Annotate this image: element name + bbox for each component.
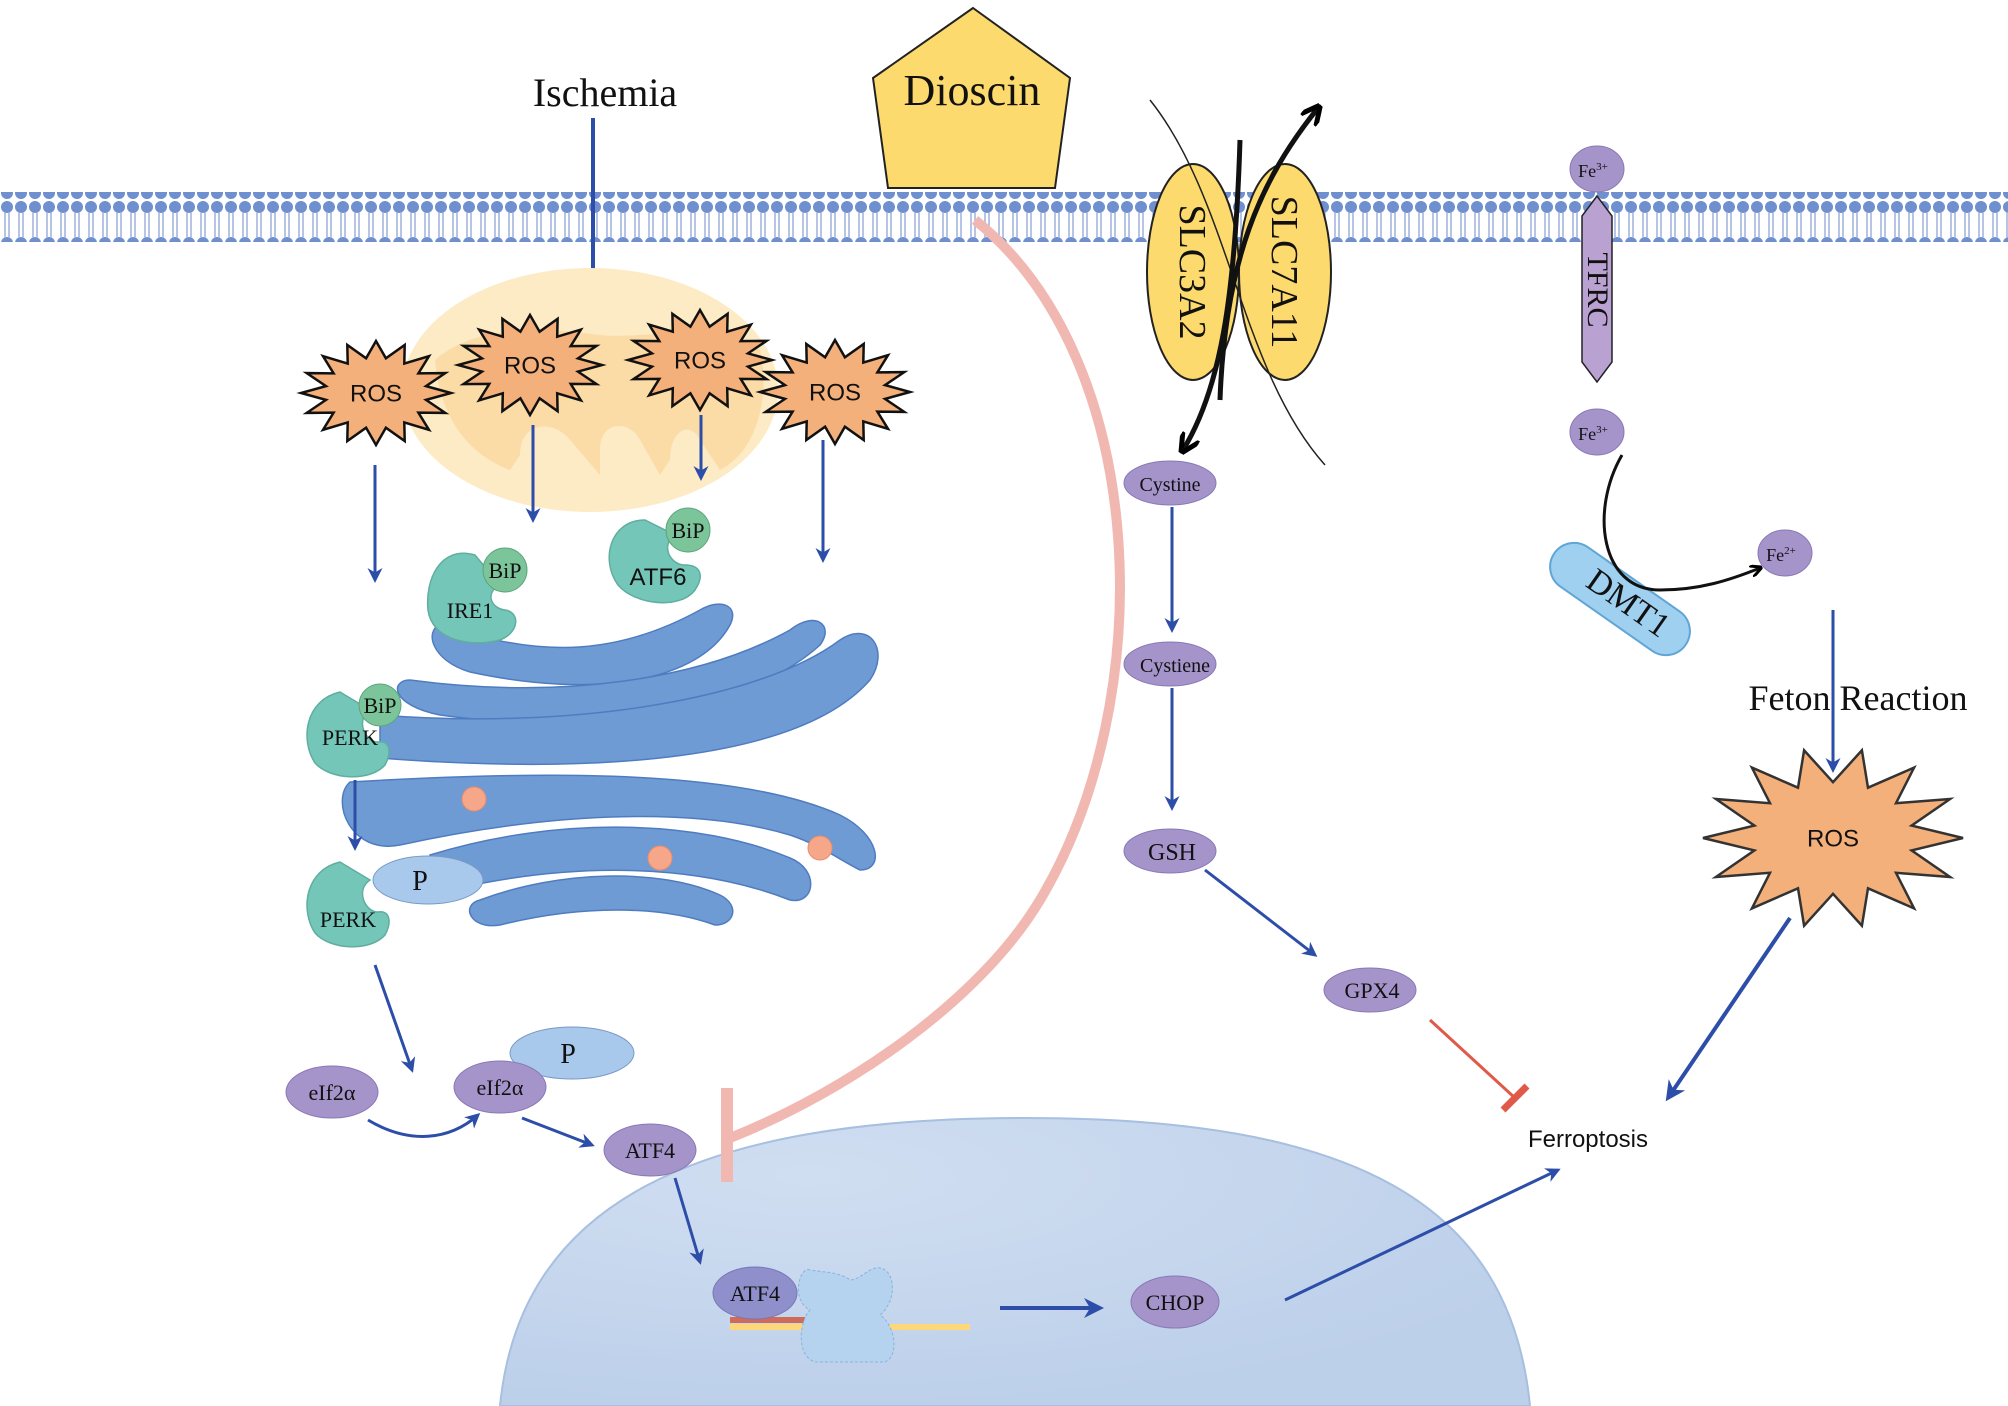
phospho-eif2a-node[interactable]: eIf2α — [453, 1060, 547, 1114]
cystine-node[interactable]: Cystine — [1123, 460, 1217, 506]
rna-polymerase — [797, 1267, 895, 1363]
atf4-label: ATF4 — [730, 1281, 780, 1306]
phospho-perk[interactable]: PERK — [306, 861, 390, 948]
gpx4-node[interactable]: GPX4 — [1323, 967, 1417, 1013]
chop-node[interactable]: CHOP — [1130, 1275, 1220, 1329]
ros-to-ferroptosis-arrow — [1665, 916, 1792, 1102]
fe2-node[interactable]: Fe2+ — [1757, 529, 1813, 577]
bip-label: BiP — [363, 693, 396, 718]
ros-starburst-shape — [755, 337, 915, 447]
nucleus — [498, 1116, 1532, 1406]
perk-label: PERK — [320, 907, 376, 932]
dmt1-transporter[interactable]: DMT1 — [1541, 533, 1700, 664]
atf6-label: ATF6 — [630, 564, 687, 591]
tfrc-receptor[interactable]: TFRC — [1581, 194, 1614, 384]
phosphate-on-perk[interactable]: P — [372, 855, 484, 905]
ros-label: ROS — [674, 347, 726, 374]
ros-starburst-shape — [1702, 747, 1964, 929]
dioscin-molecule[interactable]: Dioscin — [871, 6, 1072, 189]
slc3a2-transporter[interactable]: SLC3A2 — [1146, 163, 1240, 381]
vesicle — [647, 845, 673, 871]
ros-fenton: ROS — [1702, 747, 1964, 929]
perk-to-eif2a-arrow — [373, 964, 416, 1073]
ros-label: ROS — [504, 352, 556, 379]
glutamate-export-arrow[interactable] — [1217, 108, 1318, 401]
gsh-node[interactable]: GSH — [1123, 828, 1217, 874]
ros-burst-4: ROS — [755, 337, 915, 447]
eif2a-phosphorylation-arrow — [367, 1113, 481, 1138]
ros-burst-3: ROS — [623, 307, 777, 413]
atf4-node[interactable]: ATF4 — [603, 1123, 697, 1177]
fe2-label: Fe2+ — [1766, 545, 1796, 565]
fe3-label: Fe3+ — [1578, 424, 1608, 444]
phosphate-label: P — [412, 866, 428, 897]
dioscin-label: Dioscin — [904, 66, 1041, 115]
tfrc-label: TFRC — [1581, 252, 1614, 327]
vesicle — [461, 786, 487, 812]
gpx4-inhibition-bar — [1500, 1083, 1530, 1113]
ros-burst-1: ROS — [296, 338, 456, 448]
feton-reaction-label: Feton Reaction — [1749, 678, 1968, 718]
bip-label: BiP — [671, 518, 704, 543]
eif2a-label: eIf2α — [477, 1075, 524, 1100]
cystiene-label: Cystiene — [1140, 655, 1210, 677]
fe3-intracellular[interactable]: Fe3+ — [1569, 408, 1625, 456]
phosphate-on-eif2a[interactable]: P — [509, 1026, 635, 1080]
dioscin-inhibition-line — [728, 216, 1125, 1143]
fe3-extracellular[interactable]: Fe3+ — [1569, 145, 1625, 193]
perk-protein[interactable]: PERK — [306, 691, 390, 778]
atf4-nuclear-node[interactable]: ATF4 — [712, 1266, 798, 1320]
bip-on-ire1[interactable]: BiP — [482, 547, 528, 593]
gsh-to-gpx4-arrow — [1204, 868, 1318, 957]
fe3-to-fe2-arrow — [1602, 454, 1760, 592]
ros-label: ROS — [350, 380, 402, 407]
eif2a-node[interactable]: eIf2α — [285, 1065, 379, 1119]
bip-on-perk[interactable]: BiP — [358, 683, 402, 727]
cystine-label: Cystine — [1139, 474, 1200, 496]
ischemia-label: Ischemia — [533, 70, 678, 115]
gpx4-label: GPX4 — [1344, 978, 1399, 1003]
cell-membrane — [0, 192, 2008, 242]
atf4-label: ATF4 — [625, 1138, 675, 1163]
ros-burst-2: ROS — [453, 312, 607, 418]
atf6-protein[interactable]: ATF6 — [608, 519, 701, 604]
gsh-label: GSH — [1148, 840, 1196, 866]
fe3-label: Fe3+ — [1578, 161, 1608, 181]
gpx4-inhibits-ferroptosis — [1428, 1018, 1517, 1100]
perk-label: PERK — [322, 725, 378, 750]
atf4-nuclear-translocation-arrow — [673, 1177, 704, 1265]
chop-to-ferroptosis-arrow — [1284, 1168, 1561, 1302]
vesicle — [807, 835, 833, 861]
cystine-import-arrow[interactable] — [1183, 139, 1243, 450]
ferroptosis-label: Ferroptosis — [1528, 1126, 1648, 1153]
ros-starburst-shape — [296, 338, 456, 448]
slc7a11-label: SLC7A11 — [1263, 196, 1305, 349]
ire1-label: IRE1 — [447, 598, 493, 623]
phosphate-label: P — [560, 1039, 576, 1070]
ire1-protein[interactable]: IRE1 — [426, 552, 517, 644]
slc7a11-transporter[interactable]: SLC7A11 — [1238, 163, 1332, 381]
ros-starburst-shape — [453, 312, 607, 418]
bip-on-atf6[interactable]: BiP — [665, 507, 711, 553]
chop-label: CHOP — [1146, 1290, 1205, 1315]
ros-label: ROS — [809, 379, 861, 406]
ros-label: ROS — [1807, 825, 1859, 852]
ros-starburst-shape — [623, 307, 777, 413]
slc3a2-label: SLC3A2 — [1171, 204, 1213, 339]
cystiene-node[interactable]: Cystiene — [1123, 641, 1217, 687]
eif2a-to-atf4-arrow — [521, 1116, 595, 1148]
bip-label: BiP — [488, 558, 521, 583]
ros-burst-fenton: ROS — [1702, 747, 1964, 929]
eif2a-label: eIf2α — [309, 1080, 356, 1105]
